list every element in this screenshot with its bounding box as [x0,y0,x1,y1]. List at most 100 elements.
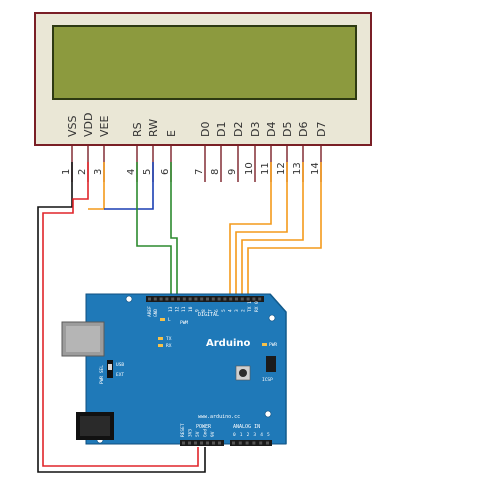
header-pin [194,297,198,301]
header-pin [252,297,256,301]
reset-button-cap [239,369,247,377]
lcd-pin-number: 1 [61,169,72,175]
lcd-pin-number: 14 [310,162,321,175]
lcd-pin-number: 11 [260,162,271,175]
usb-connector-inner [66,326,100,352]
header-pin [235,297,238,301]
label-aref: AREF [147,306,153,317]
header-pin [229,297,233,301]
digital-pin-label: 2 [241,309,247,312]
wires [37,162,322,473]
header-pin [252,441,256,445]
digital-pin-label: 3 [234,309,240,312]
wire-d5-d4 [235,162,288,296]
lcd-pin-number: 8 [210,169,221,175]
led-tx [158,337,163,340]
lcd-pin-label: D4 [265,122,278,137]
power-pin-label: Gnd [203,429,209,437]
led-pwr-label: PWR [269,342,277,348]
digital-pin-label: 6 [214,309,220,312]
lcd-pin-number: 5 [142,169,153,175]
lcd-pin-number: 13 [292,162,303,175]
power-pin-label: 5V [195,431,201,437]
digital-header [146,296,264,302]
header-pin [245,441,249,445]
header-pin [200,297,204,301]
digital-pin-label: 10 [188,306,194,312]
wire-vdd-5v [42,162,199,467]
lcd-pin-label: VEE [98,116,111,137]
lcd-pin-number: 9 [227,169,238,175]
lcd-pin-label: D2 [232,122,245,137]
lcd-pin-number: 12 [276,162,287,175]
header-pin [159,297,163,301]
lcd-pin-label: VDD [82,113,95,137]
arduino-logo-text: Arduino [206,338,250,349]
lcd-pin-label: D1 [215,122,228,137]
lcd-pin-number: 10 [244,162,255,175]
wire-d6-d3 [241,162,304,296]
header-pin [182,297,186,301]
label-pwm: PWM [180,320,188,326]
lcd-pin-label: D7 [315,122,328,137]
power-header-pins [182,441,221,445]
led-l [160,318,165,321]
ext-label: EXT [116,372,124,378]
digital-pin-label: 9 [194,309,200,312]
power-pin-label: 3V3 [188,429,194,437]
header-pin [182,441,185,445]
lcd-pin-label: VSS [66,115,79,137]
header-pin [148,297,151,301]
arduino-url: www.arduino.cc [198,414,240,420]
header-pin [171,297,175,301]
lcd-pin-label: D6 [297,122,310,137]
header-pin [259,441,263,445]
digital-pin-label: 4 [227,309,233,312]
lcd-pin-number: 4 [126,169,137,175]
digital-pin-label: 7 [208,309,214,312]
analog-header-pins [232,441,269,445]
digital-pin-label: TX 1 [247,301,253,312]
digital-pin-label: 12 [175,306,181,312]
wire-vss-gnd [37,162,206,473]
label-analog-in: ANALOG IN [233,424,260,430]
digital-pin-label: 5 [221,309,227,312]
usb-label: USB [116,362,124,368]
analog-pin-label: 1 [240,432,243,438]
analog-pin-label: 0 [233,432,236,438]
board-shadow-edge [269,293,287,444]
header-pin [240,297,244,301]
power-pin-label: RESET [180,423,186,437]
lcd-pin-number: 3 [93,169,104,175]
label-gnd: GND [153,309,159,317]
lcd-pin-number: 2 [77,169,88,175]
pwr-sel-cap [108,364,112,370]
lcd-pin-label: RW [147,119,160,137]
header-pin [238,441,242,445]
digital-header-pins [148,297,262,301]
header-pin [153,297,157,301]
header-pin [232,441,235,445]
header-pin [218,441,221,445]
analog-pin-label: 2 [247,432,250,438]
lcd-pin-number: 6 [160,169,171,175]
analog-pin-label: 4 [260,432,263,438]
wire-d4-d5 [229,162,272,296]
analog-header [230,440,272,446]
lcd-pin-number: 7 [194,169,205,175]
lcd-screen [54,27,355,98]
icsp-label: ICSP [262,377,273,383]
mounting-hole [268,314,276,322]
header-pin [188,297,192,301]
digital-pin-label: 13 [168,306,174,312]
header-pin [200,441,203,445]
led-pwr [262,343,267,346]
header-pin [194,441,197,445]
header-pin [188,441,191,445]
